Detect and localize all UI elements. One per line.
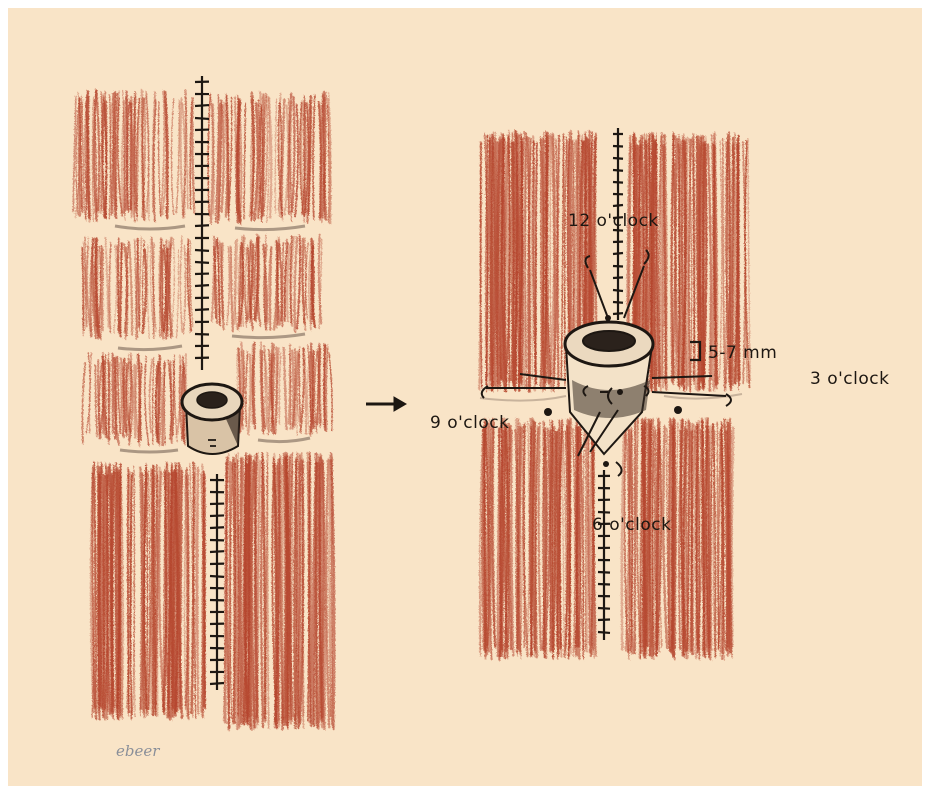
right-lower-suture-line: [598, 470, 610, 640]
left-upper-suture-line: [195, 76, 209, 370]
artist-signature: ebeer: [116, 742, 160, 760]
label-3-oclock: 3 o'clock: [810, 369, 889, 389]
label-height: 5-7 mm: [708, 343, 777, 363]
label-12-oclock: 12 o'clock: [568, 211, 659, 231]
arrow-icon: [366, 397, 406, 411]
label-9-oclock: 9 o'clock: [430, 413, 509, 433]
left-lower-suture-line: [210, 474, 224, 690]
label-6-oclock: 6 o'clock: [592, 515, 671, 535]
left-stoma: [182, 384, 242, 454]
